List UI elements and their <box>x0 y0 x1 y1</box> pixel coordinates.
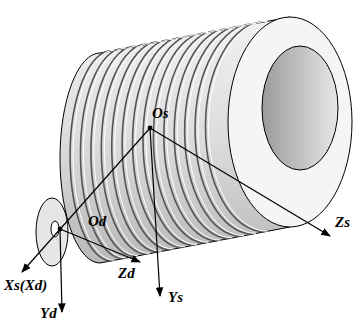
coordinate-axes <box>22 126 330 312</box>
axis-label: Os <box>152 106 169 121</box>
axis-label: Zs <box>335 215 350 230</box>
dresser-disk <box>36 198 68 266</box>
grinding-worm <box>60 17 352 263</box>
axis-label: Ys <box>168 290 183 305</box>
axis-label: Yd <box>40 306 57 321</box>
axis-label: Zd <box>118 266 135 281</box>
axis-label: Od <box>88 214 106 229</box>
axis-label: Xs(Xd) <box>4 278 47 293</box>
